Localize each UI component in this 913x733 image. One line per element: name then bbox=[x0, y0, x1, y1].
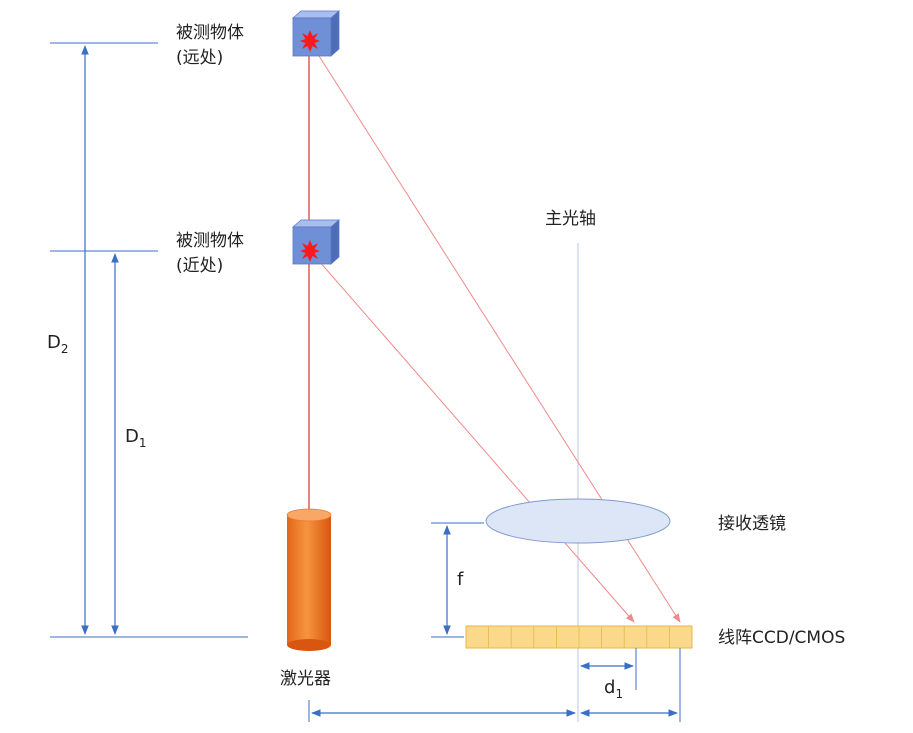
lens-label: 接收透镜 bbox=[718, 514, 786, 534]
main-axis-label: 主光轴 bbox=[545, 209, 596, 229]
laser-spot-icon bbox=[300, 240, 320, 262]
near-object-cube bbox=[291, 219, 341, 265]
near-reflected-ray bbox=[311, 252, 635, 623]
near-object-label-line2: (近处) bbox=[176, 256, 223, 276]
sensor-label: 线阵CCD/CMOS bbox=[718, 628, 845, 648]
far-object-label-line2: (远处) bbox=[176, 48, 223, 68]
far-object-label-line1: 被测物体 bbox=[176, 23, 244, 43]
laser-cylinder-icon bbox=[286, 508, 332, 651]
near-object-label-line1: 被测物体 bbox=[176, 231, 244, 251]
d1-label: d1 bbox=[604, 677, 623, 701]
d2-label: D2 bbox=[47, 332, 69, 356]
reference-lines bbox=[50, 42, 248, 638]
receiving-lens bbox=[485, 498, 671, 544]
far-object-cube bbox=[291, 10, 341, 57]
laser-label: 激光器 bbox=[280, 669, 331, 689]
sensor-array bbox=[465, 625, 693, 649]
d1-label: D1 bbox=[125, 426, 147, 450]
laser-spot-icon bbox=[300, 30, 320, 52]
f-label: f bbox=[457, 569, 464, 590]
